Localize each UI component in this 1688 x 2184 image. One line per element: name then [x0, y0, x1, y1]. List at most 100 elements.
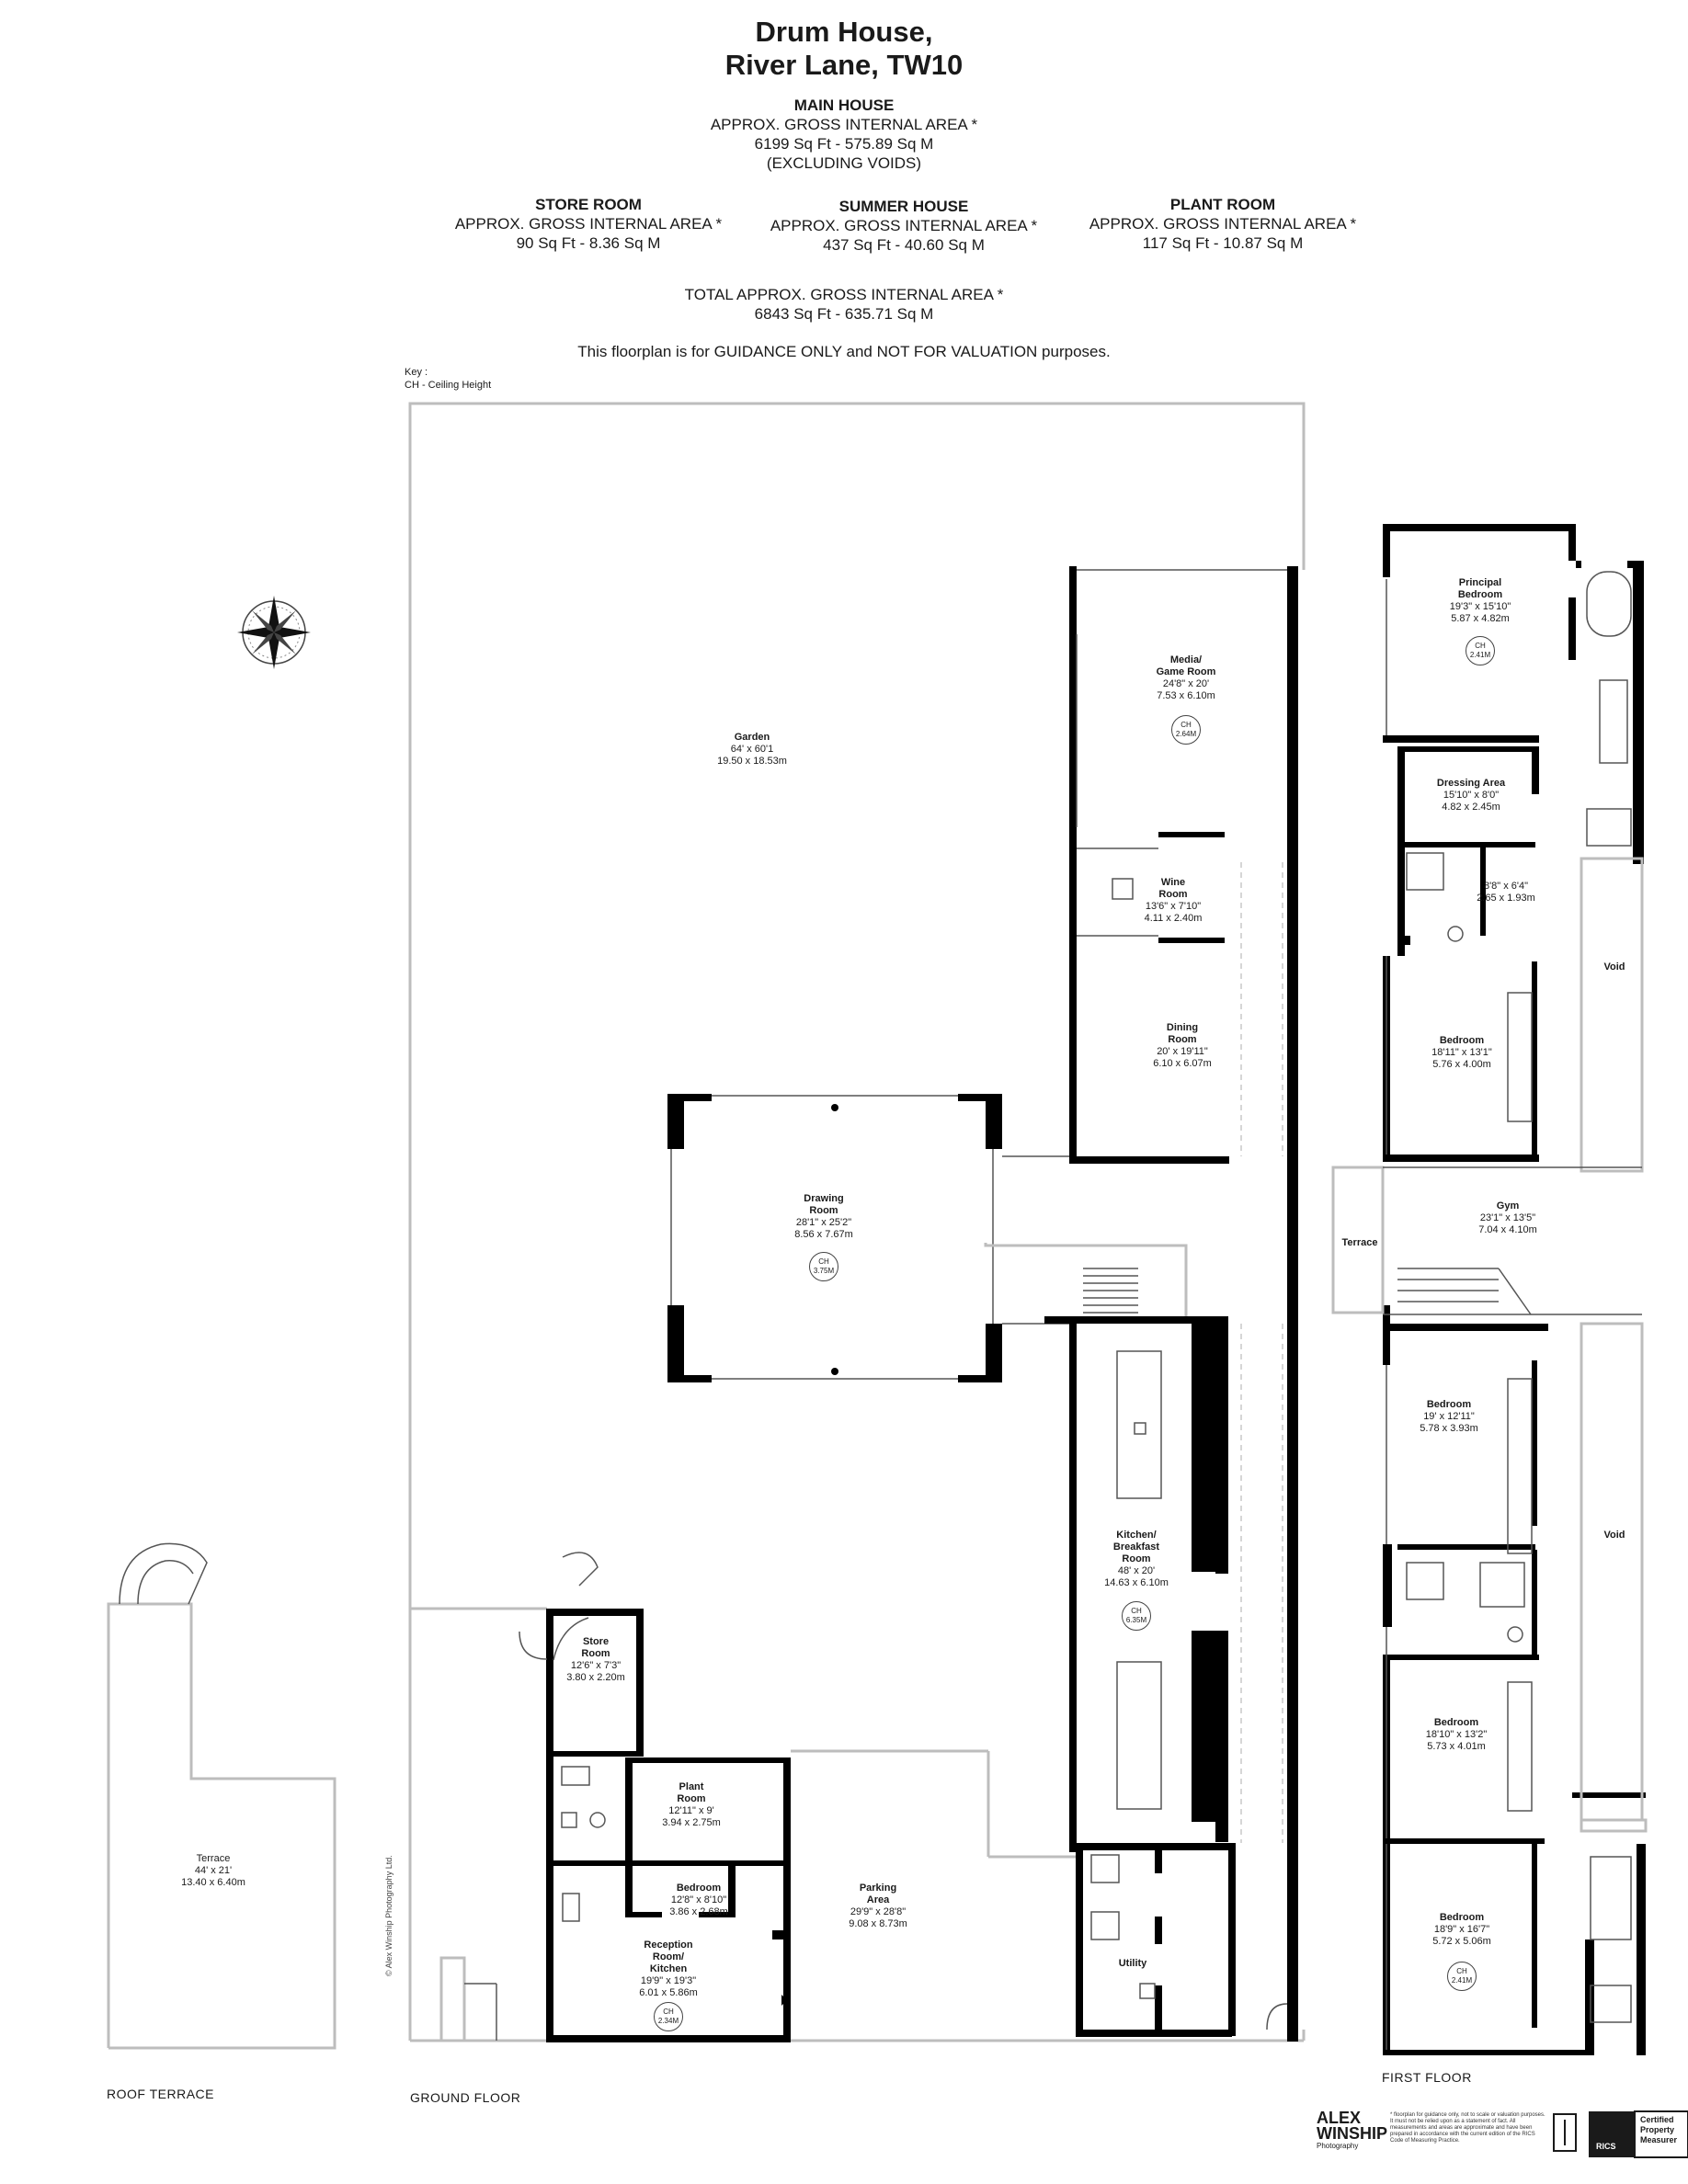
small-room-label: 8'8" x 6'4" 2.65 x 1.93m: [1477, 881, 1535, 904]
media-imperial: 24'8" x 20': [1162, 678, 1210, 689]
reception-metric: 6.01 x 5.86m: [639, 1987, 698, 1998]
media-room-label: Media/ Game Room 24'8" x 20' 7.53 x 6.10…: [1157, 654, 1216, 702]
roof-terrace-metric: 13.40 x 6.40m: [181, 1877, 245, 1888]
summer-house-walls: [519, 1552, 791, 2042]
kitchen-ceiling-height: CH 6.35M: [1122, 1601, 1151, 1631]
disclaimer: This floorplan is for GUIDANCE ONLY and …: [577, 343, 1111, 360]
small-room-metric: 2.65 x 1.93m: [1477, 893, 1535, 904]
reception-ceiling-height: CH 2.34M: [654, 2002, 683, 2031]
kitchen-ch-prefix: CH: [1131, 1607, 1142, 1615]
void2-name: Void: [1603, 1530, 1625, 1541]
ff-bedroom-3-label: Bedroom 18'10" x 13'2" 5.73 x 4.01m: [1426, 1717, 1487, 1753]
void1-name: Void: [1603, 961, 1625, 973]
garden-name: Garden: [734, 732, 770, 743]
roof-terrace-imperial: 44' x 21': [194, 1865, 233, 1876]
wine-imperial: 13'6" x 7'10": [1145, 901, 1202, 912]
total-area-block: TOTAL APPROX. GROSS INTERNAL AREA * 6843…: [0, 285, 1688, 324]
wine-name-line2: Room: [1158, 889, 1188, 900]
main-house-walls: [667, 566, 1298, 2042]
store-name-line1: Store: [582, 1636, 610, 1647]
principal-ch-prefix: CH: [1475, 642, 1486, 650]
parking-name-line1: Parking: [859, 1883, 897, 1894]
garden-imperial: 64' x 60'1: [730, 744, 774, 755]
reception-name-line1: Reception: [644, 1939, 693, 1951]
reception-ch-prefix: CH: [663, 2008, 674, 2016]
media-ch-prefix: CH: [1180, 721, 1192, 729]
plant-room-area-value: 117 Sq Ft - 10.87 Sq M: [1142, 234, 1304, 252]
drawing-imperial: 28'1" x 25'2": [795, 1217, 852, 1228]
dining-room-label: Dining Room 20' x 19'11" 6.10 x 6.07m: [1153, 1022, 1212, 1070]
total-area-value: 6843 Sq Ft - 635.71 Sq M: [754, 305, 934, 323]
rics-text: RICS: [1596, 2142, 1616, 2151]
ff-terrace-name: Terrace: [1341, 1237, 1378, 1248]
ff-bed2-metric: 5.78 x 3.93m: [1420, 1423, 1478, 1434]
cert-line3: Measurer: [1640, 2135, 1678, 2144]
measurement-disclaimer: * floorplan for guidance only, not to sc…: [1390, 2112, 1545, 2144]
plant-imperial: 12'11" x 9': [668, 1805, 714, 1816]
ff-bed4-imperial: 18'9" x 16'7": [1433, 1924, 1490, 1935]
drawing-name-line1: Drawing: [804, 1193, 844, 1204]
gym-metric: 7.04 x 4.10m: [1478, 1224, 1537, 1235]
first-floor-walls: [1331, 524, 1648, 2055]
dressing-area-label: Dressing Area 15'10" x 8'0" 4.82 x 2.45m: [1437, 778, 1505, 813]
main-house-area-value: 6199 Sq Ft - 575.89 Sq M: [754, 135, 934, 153]
principal-ch-value: 2.41M: [1469, 651, 1491, 659]
roof-terrace-outline: [107, 1542, 336, 2050]
ff-bed1-imperial: 18'11" x 13'1": [1431, 1047, 1492, 1058]
plant-name-line1: Plant: [679, 1781, 704, 1792]
ff-bed4-ch-value: 2.41M: [1451, 1976, 1473, 1985]
principal-imperial: 19'3" x 15'10": [1449, 601, 1511, 612]
summer-house-area-label: APPROX. GROSS INTERNAL AREA *: [770, 217, 1038, 234]
dining-imperial: 20' x 19'11": [1157, 1046, 1208, 1057]
sh-bedroom-name: Bedroom: [676, 1883, 722, 1894]
utility-name: Utility: [1118, 1958, 1147, 1969]
kitchen-name-line1: Kitchen/: [1116, 1530, 1157, 1541]
summer-house-heading: SUMMER HOUSE: [838, 198, 969, 215]
dressing-metric: 4.82 x 2.45m: [1442, 802, 1500, 813]
wine-room-label: Wine Room 13'6" x 7'10" 4.11 x 2.40m: [1145, 877, 1203, 925]
ground-floor-label: GROUND FLOOR: [410, 2090, 521, 2105]
drawing-name-line2: Room: [809, 1205, 838, 1216]
parking-name-line2: Area: [866, 1894, 890, 1905]
ff-bedroom-2-label: Bedroom 19' x 12'11" 5.78 x 3.93m: [1420, 1399, 1478, 1435]
alex-winship-logo: ALEX WINSHIP Photography: [1317, 2110, 1387, 2151]
ff-bed3-metric: 5.73 x 4.01m: [1427, 1741, 1486, 1752]
void-1-label: Void: [1603, 961, 1625, 973]
key-ch-definition: CH - Ceiling Height: [405, 380, 492, 391]
roof-terrace-label: Terrace 44' x 21' 13.40 x 6.40m: [181, 1853, 245, 1889]
ff-bed4-ceiling-height: CH 2.41M: [1447, 1962, 1477, 1991]
ff-bed1-name: Bedroom: [1439, 1035, 1485, 1046]
garden-label: Garden 64' x 60'1 19.50 x 18.53m: [717, 732, 787, 768]
small-room-imperial: 8'8" x 6'4": [1483, 881, 1529, 892]
plant-name-line2: Room: [677, 1793, 706, 1804]
store-metric: 3.80 x 2.20m: [566, 1672, 625, 1683]
dining-name-line1: Dining: [1166, 1022, 1199, 1033]
dining-metric: 6.10 x 6.07m: [1153, 1058, 1212, 1069]
principal-ceiling-height: CH 2.41M: [1466, 636, 1495, 665]
store-name-line2: Room: [581, 1648, 610, 1659]
parking-area-label: Parking Area 29'9" x 28'8" 9.08 x 8.73m: [849, 1883, 907, 1930]
media-ch-value: 2.64M: [1175, 730, 1197, 738]
sh-bedroom-imperial: 12'8" x 8'10": [670, 1894, 727, 1905]
principal-metric: 5.87 x 4.82m: [1451, 613, 1510, 624]
garden-structure: [439, 1956, 497, 2041]
utility-label: Utility: [1119, 1958, 1147, 1970]
ff-bed4-ch-prefix: CH: [1456, 1967, 1467, 1975]
principal-bedroom-label: Principal Bedroom 19'3" x 15'10" 5.87 x …: [1450, 577, 1511, 625]
ff-bed1-metric: 5.76 x 4.00m: [1432, 1059, 1491, 1070]
copyright-notice: © Alex Winship Photography Ltd.: [384, 1855, 393, 1976]
brand-line1: ALEX: [1317, 2109, 1362, 2127]
principal-name-line1: Principal: [1458, 577, 1502, 588]
title-line-2: River Lane, TW10: [724, 49, 964, 81]
ff-bedroom-4-label: Bedroom 18'9" x 16'7" 5.72 x 5.06m: [1432, 1912, 1491, 1948]
main-house-area-label: APPROX. GROSS INTERNAL AREA *: [710, 116, 978, 133]
summer-house-area-value: 437 Sq Ft - 40.60 Sq M: [823, 236, 985, 254]
first-floor-label: FIRST FLOOR: [1382, 2070, 1472, 2085]
reception-name-line3: Kitchen: [649, 1963, 688, 1974]
measure-icon: [1553, 2113, 1577, 2152]
main-house-block: MAIN HOUSE APPROX. GROSS INTERNAL AREA *…: [0, 96, 1688, 173]
ff-terrace-label: Terrace: [1342, 1237, 1378, 1249]
reception-kitchen-label: Reception Room/ Kitchen 19'9" x 19'3" 6.…: [639, 1939, 698, 1999]
garden-boundary: [408, 402, 1306, 2042]
